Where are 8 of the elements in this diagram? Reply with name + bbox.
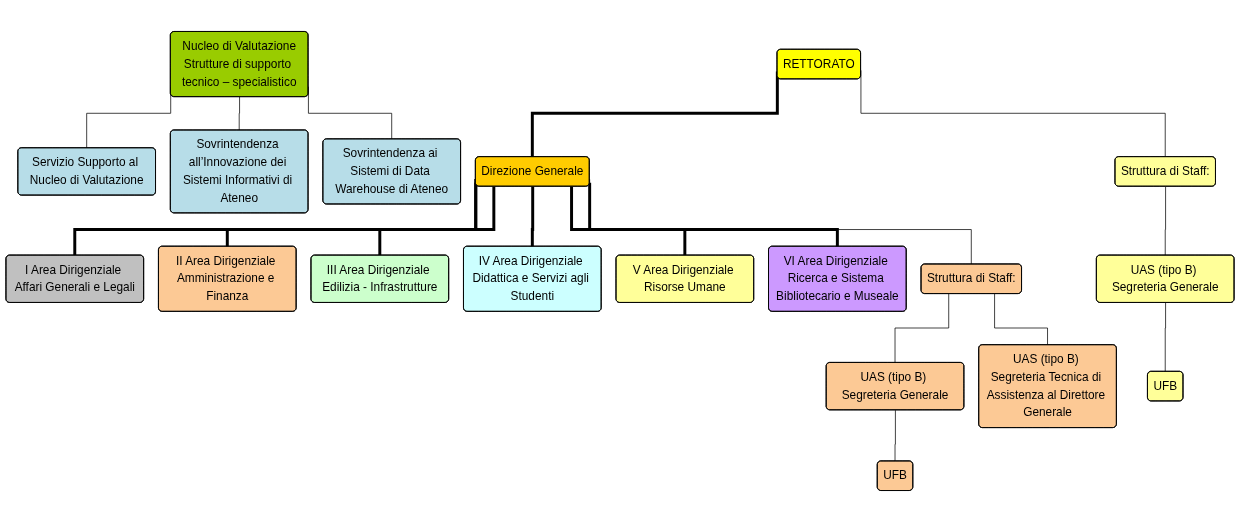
connector <box>1164 302 1166 373</box>
connector <box>378 186 496 257</box>
connector <box>238 96 240 131</box>
connector <box>570 186 687 257</box>
connector <box>1164 186 1166 256</box>
connector <box>894 293 950 364</box>
connector <box>894 409 896 462</box>
connector <box>994 293 1049 346</box>
